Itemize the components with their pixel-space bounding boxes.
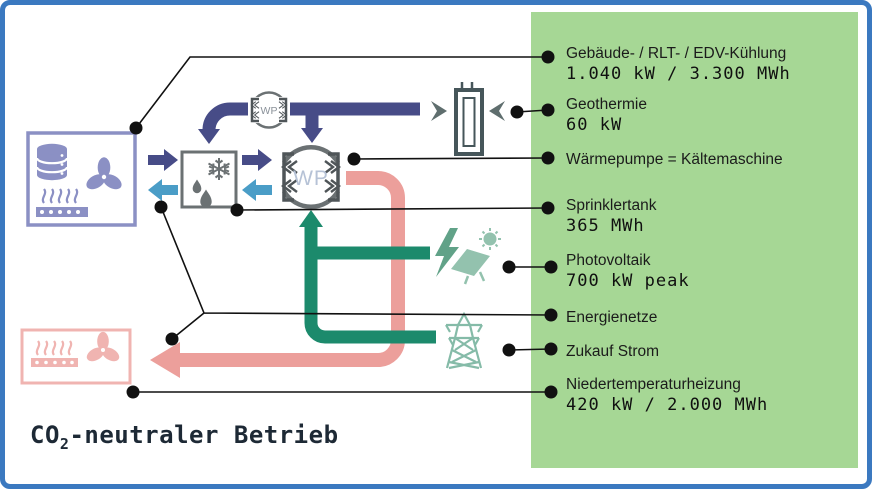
heat-pump-label: WP: [293, 167, 329, 190]
callout-line-zukauf-strom: [508, 348, 552, 351]
sun-icon: [479, 228, 501, 250]
power-pipe-green: [299, 210, 436, 344]
heat-pump-small-label: WP: [261, 105, 278, 117]
solar-panel-icon: [451, 249, 490, 285]
legend-value: 365 MWh: [566, 216, 645, 236]
legend-value: 700 kW peak: [566, 271, 690, 291]
legend-entry-energienetze: Energienetze: [566, 308, 851, 327]
heating-element-icon: [36, 187, 88, 217]
callout-line-sprinkler: [236, 207, 549, 211]
heat-pump-small-symbol: WP: [248, 91, 290, 129]
snowflake-icon: [208, 158, 230, 180]
callout-line-heatpump: [353, 157, 549, 160]
legend: Gebäude- / RLT- / EDV-Kühlung 1.040 kW /…: [531, 12, 858, 468]
title-prefix: CO: [30, 421, 60, 449]
title-subscript: 2: [59, 434, 70, 453]
legend-value: 420 kW / 2.000 MWh: [566, 395, 769, 415]
cold-supply-arrows: [148, 149, 272, 171]
legend-label: Niedertemperaturheizung: [566, 376, 741, 393]
legend-entry-heizung: Niedertemperaturheizung 420 kW / 2.000 M…: [566, 375, 851, 416]
legend-entry-zukauf-strom: Zukauf Strom: [566, 342, 851, 361]
sprinkler-tank-box: [180, 150, 238, 209]
legend-entry-geothermie: Geothermie 60 kW: [566, 95, 851, 136]
geothermal-probe-icon: [431, 82, 505, 156]
heat-pipe-pink: [150, 171, 405, 378]
legend-label: Geothermie: [566, 96, 647, 113]
cold-return-arrows: [148, 179, 272, 201]
building-cooling-box: [26, 131, 137, 227]
photovoltaic-icon: [435, 228, 501, 285]
callout-line-energienetze: [160, 206, 552, 340]
callout-dots: [126, 50, 558, 399]
lightning-icon: [435, 228, 459, 277]
title-suffix: -neutraler Betrieb: [69, 421, 339, 449]
legend-entry-cooling: Gebäude- / RLT- / EDV-Kühlung 1.040 kW /…: [566, 44, 851, 85]
heating-element-icon: [31, 339, 78, 367]
legend-value: 1.040 kW / 3.300 MWh: [566, 64, 791, 84]
legend-label: Sprinklertank: [566, 197, 657, 214]
diagram-title: CO2-neutraler Betrieb: [30, 421, 339, 451]
legend-entry-waermepumpe: Wärmepumpe = Kältemaschine: [566, 150, 851, 169]
callout-lines: [133, 56, 552, 393]
power-tower-icon: [445, 311, 483, 370]
legend-label: Photovoltaik: [566, 252, 651, 269]
callout-line-cooling: [135, 56, 548, 129]
legend-label: Wärmepumpe = Kältemaschine: [566, 151, 783, 168]
cold-pipe-blue: [198, 102, 420, 144]
legend-label: Gebäude- / RLT- / EDV-Kühlung: [566, 45, 787, 62]
server-icon: [35, 142, 69, 182]
low-temp-heating-box: [20, 328, 132, 385]
legend-label: Energienetze: [566, 309, 658, 326]
legend-value: 60 kW: [566, 115, 623, 135]
legend-label: Zukauf Strom: [566, 343, 660, 360]
heat-pump-symbol: WP: [280, 145, 342, 209]
legend-panel: [531, 12, 858, 468]
legend-entry-photovoltaik: Photovoltaik 700 kW peak: [566, 251, 851, 292]
legend-entry-sprinklertank: Sprinklertank 365 MWh: [566, 196, 851, 237]
